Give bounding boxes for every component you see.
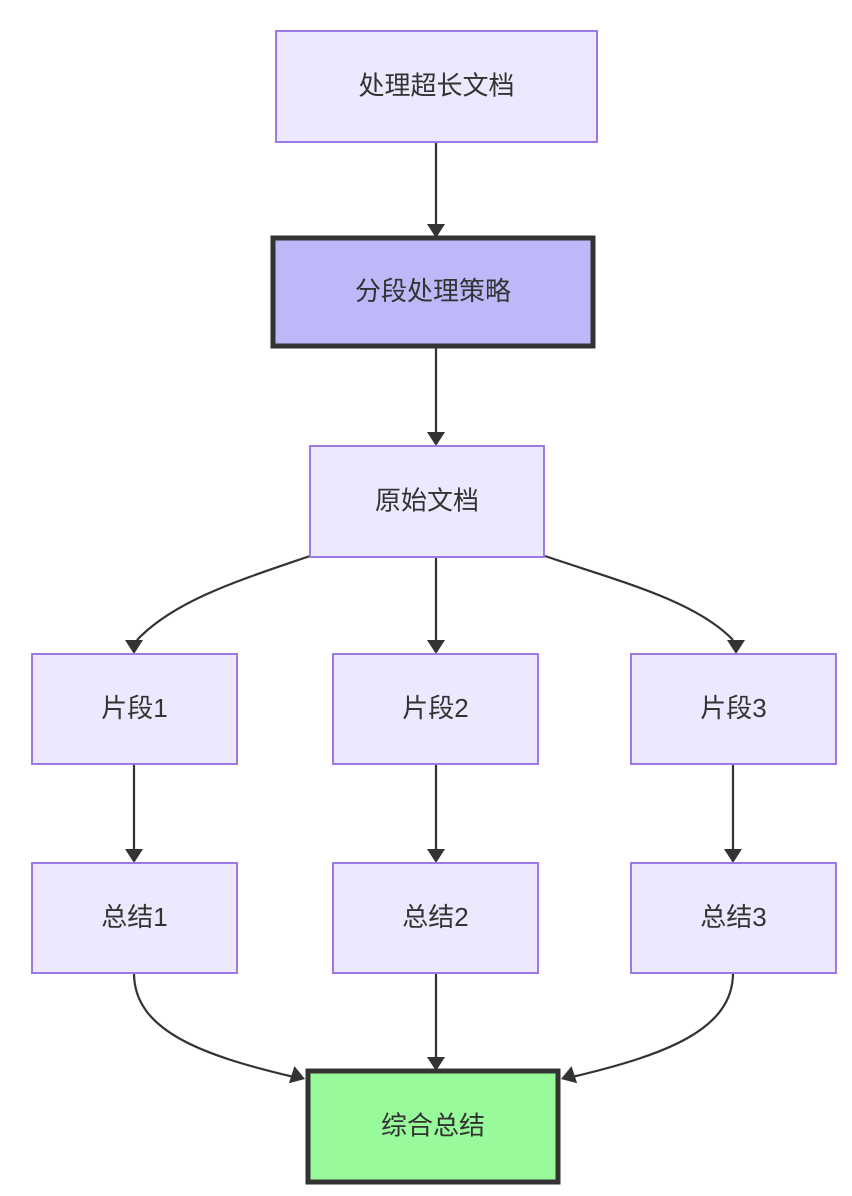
node-n1[interactable]: 处理超长文档 <box>275 30 598 143</box>
node-box-n5[interactable] <box>332 653 539 765</box>
node-n4[interactable]: 片段1 <box>31 653 238 765</box>
node-box-n3[interactable] <box>309 445 545 558</box>
edge-n3-to-n6 <box>544 554 734 641</box>
arrowhead-icon <box>288 1066 305 1084</box>
node-box-n1[interactable] <box>275 30 598 143</box>
node-box-n4[interactable] <box>31 653 238 765</box>
node-box-n2[interactable] <box>270 235 596 349</box>
edge-n7-to-n10 <box>132 972 295 1079</box>
edge-n3-to-n4 <box>136 554 311 641</box>
arrowhead-icon <box>427 224 445 238</box>
arrowhead-icon <box>125 640 143 654</box>
edges-layer <box>132 142 735 1079</box>
arrowheads-layer <box>125 224 745 1084</box>
node-n7[interactable]: 总结1 <box>31 862 238 974</box>
arrowhead-icon <box>427 1057 445 1071</box>
node-box-n8[interactable] <box>332 862 539 974</box>
arrowhead-icon <box>427 432 445 446</box>
node-n8[interactable]: 总结2 <box>332 862 539 974</box>
arrowhead-icon <box>561 1066 578 1084</box>
node-n5[interactable]: 片段2 <box>332 653 539 765</box>
node-box-n10[interactable] <box>305 1068 561 1185</box>
node-n3[interactable]: 原始文档 <box>309 445 545 558</box>
node-box-n7[interactable] <box>31 862 238 974</box>
node-box-n6[interactable] <box>630 653 837 765</box>
node-n2[interactable]: 分段处理策略 <box>270 235 596 349</box>
node-box-n9[interactable] <box>630 862 837 974</box>
node-n6[interactable]: 片段3 <box>630 653 837 765</box>
arrowhead-icon <box>724 849 742 863</box>
node-n10[interactable]: 综合总结 <box>305 1068 561 1185</box>
edge-n9-to-n10 <box>571 972 735 1079</box>
arrowhead-icon <box>427 640 445 654</box>
node-n9[interactable]: 总结3 <box>630 862 837 974</box>
arrowhead-icon <box>125 849 143 863</box>
arrowhead-icon <box>427 849 445 863</box>
arrowhead-icon <box>727 640 745 654</box>
